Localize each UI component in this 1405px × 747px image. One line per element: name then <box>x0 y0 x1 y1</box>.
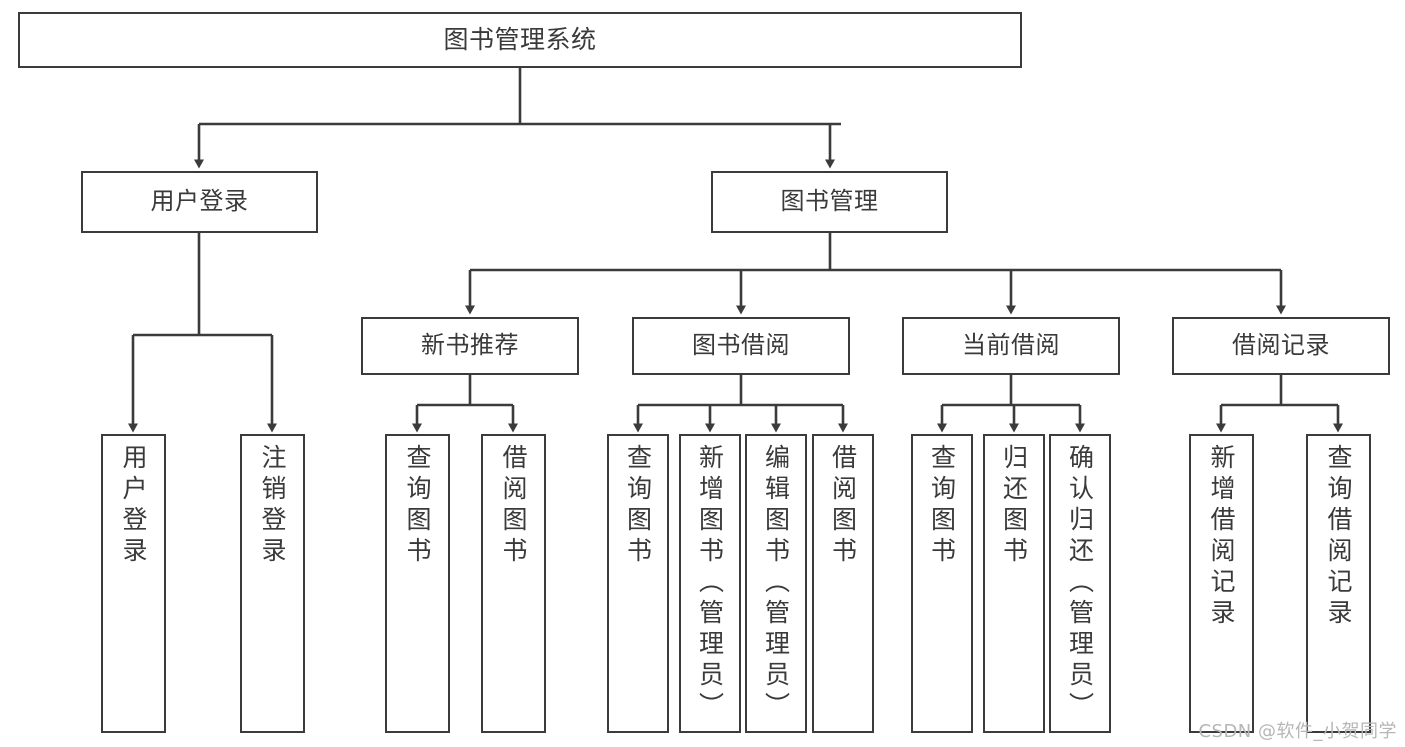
csdn-watermark: CSDN @软件_小贺同学 <box>1198 721 1397 742</box>
node-current-borrow[interactable]: 当前借阅 <box>902 317 1120 375</box>
node-leaf-user-logout-label: 注销登录 <box>258 444 287 568</box>
node-leaf-add-book-label: 新增图书（管理员） <box>695 444 725 723</box>
node-leaf-query-book-3-label: 查询图书 <box>927 444 957 568</box>
node-leaf-query-record-label: 查询借阅记录 <box>1324 444 1353 630</box>
node-leaf-add-record-label: 新增借阅记录 <box>1207 444 1236 630</box>
node-leaf-user-logout[interactable]: 注销登录 <box>240 434 305 733</box>
node-new-book-rec-label: 新书推荐 <box>421 331 519 360</box>
node-book-manage[interactable]: 图书管理 <box>711 171 948 233</box>
node-book-manage-label: 图书管理 <box>780 187 879 216</box>
node-user-login-label: 用户登录 <box>150 187 249 216</box>
node-leaf-return-book[interactable]: 归还图书 <box>983 434 1045 733</box>
node-leaf-return-book-label: 归还图书 <box>999 444 1029 568</box>
node-leaf-confirm-return[interactable]: 确认归还（管理员） <box>1049 434 1111 733</box>
node-leaf-query-book-2[interactable]: 查询图书 <box>607 434 669 733</box>
node-leaf-query-book-2-label: 查询图书 <box>623 444 653 568</box>
node-root-label: 图书管理系统 <box>443 24 597 54</box>
node-leaf-borrow-book-1-label: 借阅图书 <box>499 444 528 568</box>
node-leaf-query-book-1[interactable]: 查询图书 <box>385 434 450 733</box>
node-leaf-user-login[interactable]: 用户登录 <box>101 434 166 733</box>
node-leaf-confirm-return-label: 确认归还（管理员） <box>1065 444 1095 723</box>
node-book-borrow[interactable]: 图书借阅 <box>632 317 850 375</box>
node-leaf-add-record[interactable]: 新增借阅记录 <box>1189 434 1254 733</box>
node-leaf-query-book-3[interactable]: 查询图书 <box>911 434 973 733</box>
node-book-borrow-label: 图书借阅 <box>692 331 790 360</box>
node-leaf-edit-book[interactable]: 编辑图书（管理员） <box>745 434 807 733</box>
node-user-login[interactable]: 用户登录 <box>81 171 318 233</box>
node-leaf-query-record[interactable]: 查询借阅记录 <box>1306 434 1371 733</box>
node-leaf-borrow-book-2[interactable]: 借阅图书 <box>812 434 874 733</box>
node-leaf-user-login-label: 用户登录 <box>119 444 148 568</box>
node-leaf-borrow-book-1[interactable]: 借阅图书 <box>481 434 546 733</box>
node-new-book-rec[interactable]: 新书推荐 <box>361 317 579 375</box>
node-leaf-query-book-1-label: 查询图书 <box>403 444 432 568</box>
node-root[interactable]: 图书管理系统 <box>18 12 1022 68</box>
node-borrow-record-label: 借阅记录 <box>1232 331 1330 360</box>
node-current-borrow-label: 当前借阅 <box>962 331 1060 360</box>
node-leaf-add-book[interactable]: 新增图书（管理员） <box>679 434 741 733</box>
node-leaf-edit-book-label: 编辑图书（管理员） <box>761 444 791 723</box>
node-leaf-borrow-book-2-label: 借阅图书 <box>828 444 858 568</box>
node-borrow-record[interactable]: 借阅记录 <box>1172 317 1390 375</box>
